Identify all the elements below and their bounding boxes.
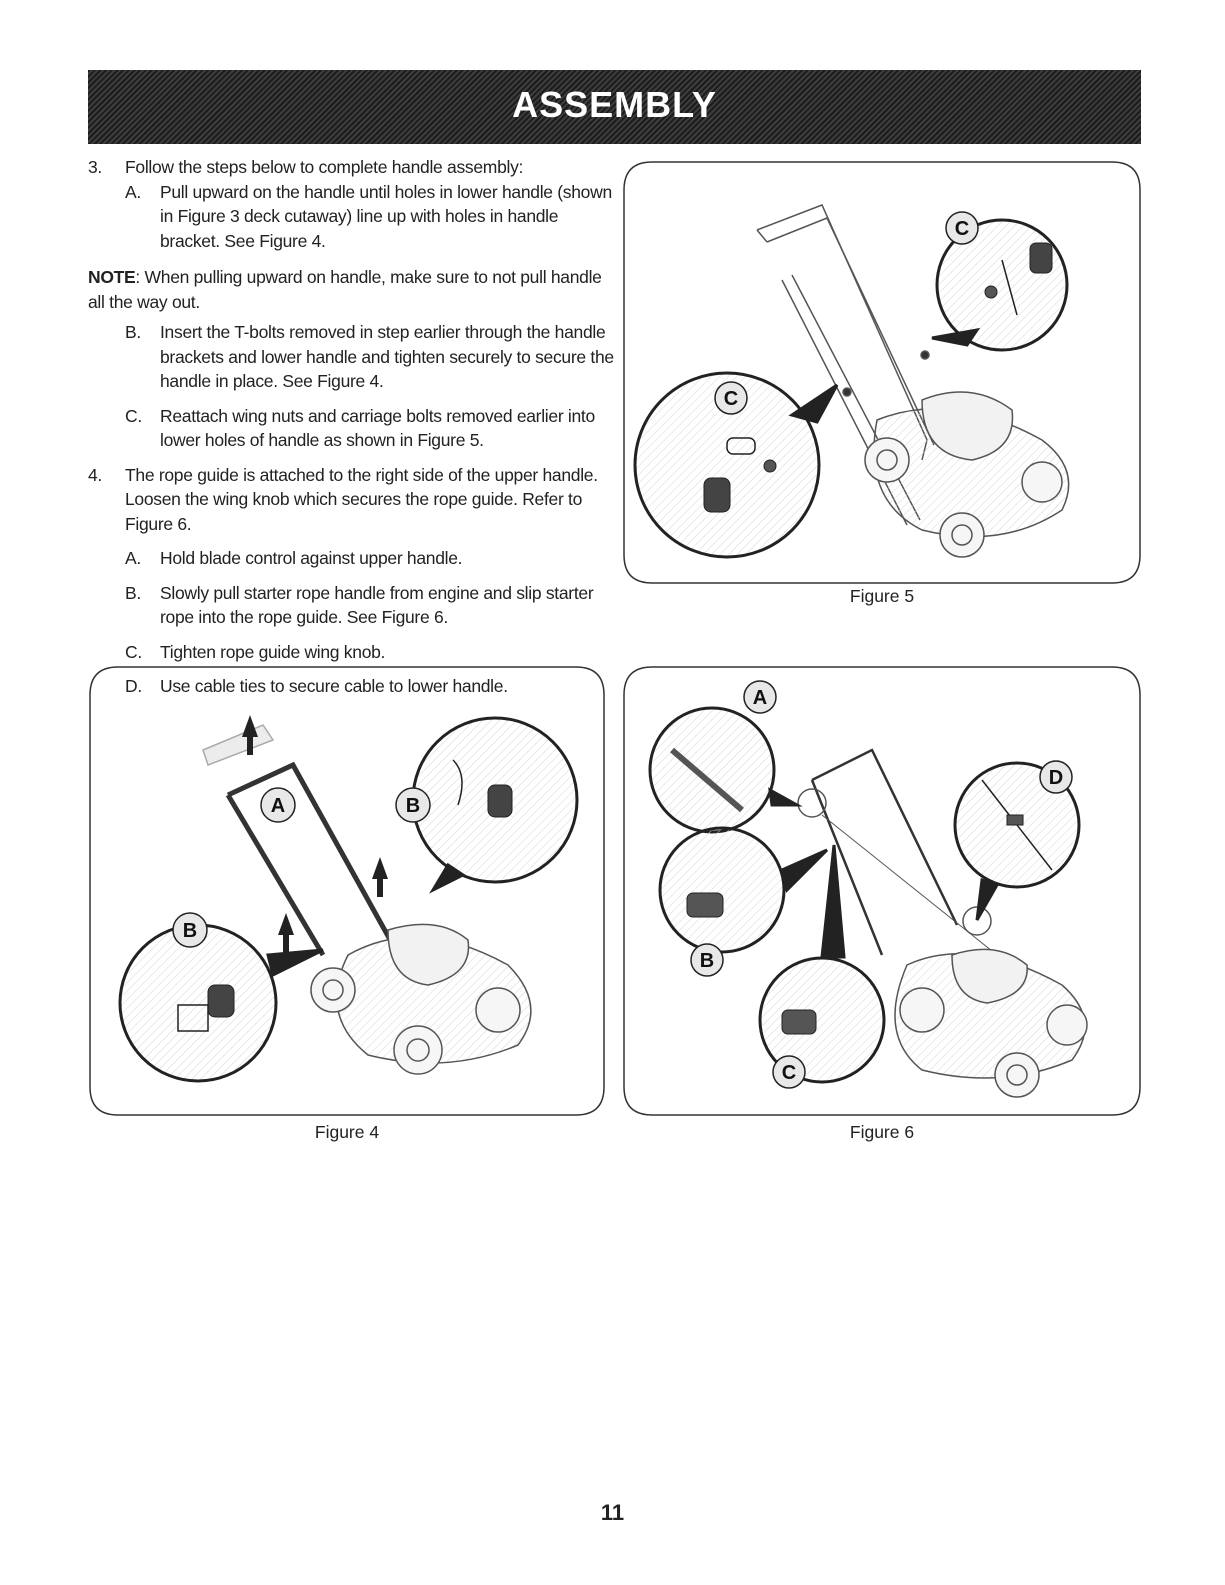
instructions-text: 3. Follow the steps below to complete ha… (88, 155, 618, 699)
figure-frame (623, 161, 1141, 584)
detail-circle-upper-right (411, 716, 579, 894)
figure-5-illustration (623, 161, 1141, 584)
step-3c: C. Reattach wing nuts and carriage bolts… (125, 405, 595, 451)
step-4: 4. The rope guide is attached to the rig… (88, 464, 598, 534)
figure-6-illustration (623, 666, 1141, 1116)
step-4a: A. Hold blade control against upper hand… (125, 548, 463, 568)
figure-6-caption: Figure 6 (849, 1122, 915, 1142)
figure-4-caption: Figure 4 (314, 1122, 380, 1142)
figure-frame (89, 666, 605, 1116)
step-3: 3. Follow the steps below to complete ha… (88, 157, 524, 177)
detail-circle-c (758, 844, 886, 1084)
figure-5-caption: Figure 5 (849, 586, 915, 606)
note: NOTE: When pulling upward on handle, mak… (88, 267, 602, 312)
section-header-bar: ASSEMBLY (88, 70, 1141, 144)
step-4d: D. Use cable ties to secure cable to low… (125, 676, 508, 696)
step-4c: C. Tighten rope guide wing knob. (125, 641, 386, 662)
detail-circle-d (953, 761, 1081, 921)
step-4b: B. Slowly pull starter rope handle from … (125, 582, 594, 628)
mower-illustration (797, 748, 1088, 1098)
detail-circle-lower (633, 371, 839, 559)
arrow-icon (242, 715, 388, 953)
step-3a: A. Pull upward on the handle until holes… (125, 181, 612, 251)
mower-illustration (202, 724, 532, 1075)
figure-4-illustration (89, 666, 605, 1116)
page-number: 11 (600, 1500, 625, 1525)
step-3b: B. Insert the T-bolts removed in step ea… (125, 322, 614, 391)
detail-circle-a (648, 706, 803, 834)
detail-circle-lower-left (118, 923, 324, 1083)
figure-4: A B B (88, 665, 606, 1117)
mower-illustration (756, 204, 1070, 558)
figure-frame (623, 666, 1141, 1116)
detail-circle-b (658, 826, 829, 954)
figure-6: A B C D (622, 665, 1142, 1117)
section-title: ASSEMBLY (512, 84, 717, 125)
detail-circle-upper (931, 218, 1069, 352)
figure-5: C C (622, 160, 1142, 585)
